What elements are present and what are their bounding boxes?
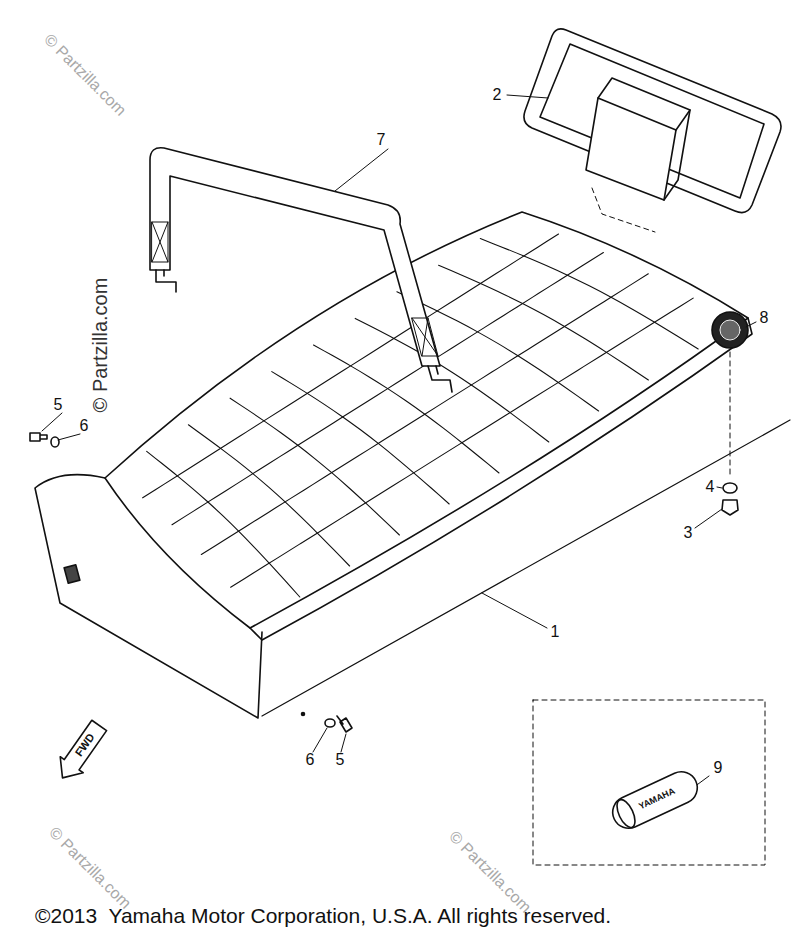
brand-text: YAMAHA <box>638 787 677 812</box>
callout-number: 3 <box>684 525 693 541</box>
quilt-seam <box>355 318 549 442</box>
watermark: © Partzilla.com <box>446 828 534 916</box>
quilt-seam <box>314 345 500 473</box>
quilt-seam <box>230 398 399 535</box>
callout-number: 8 <box>760 310 769 326</box>
callout-number: 9 <box>714 760 723 776</box>
touch-up-tube <box>607 766 702 833</box>
quilt-seam <box>272 372 449 504</box>
watermark: © Partzilla.com <box>90 278 110 413</box>
washer <box>51 437 59 447</box>
copyright-notice: ©2013 Yamaha Motor Corporation, U.S.A. A… <box>35 905 611 926</box>
quilt-seam <box>147 451 300 597</box>
quilt-seam <box>188 425 349 566</box>
washer <box>723 483 737 493</box>
callout-number: 2 <box>493 87 502 103</box>
callout-number: 4 <box>706 479 715 495</box>
kit-box <box>533 700 765 865</box>
callout-number: 6 <box>80 418 89 434</box>
callout-number: 5 <box>54 397 63 413</box>
watermark: © Partzilla.com <box>41 31 129 119</box>
nut <box>722 500 738 515</box>
callout-number: 6 <box>306 752 315 768</box>
forward-arrow <box>51 717 111 785</box>
washer <box>325 719 335 727</box>
quilt-seam <box>231 298 694 587</box>
bolt <box>337 716 352 732</box>
quilt-seam <box>480 239 698 349</box>
quilt-seam <box>143 234 559 498</box>
watermark: © Partzilla.com <box>46 824 134 912</box>
seat-pad <box>524 29 781 232</box>
callout-number: 7 <box>377 132 386 148</box>
emblem <box>712 312 748 476</box>
quilt-seam <box>439 265 649 380</box>
callout-number: 5 <box>336 752 345 768</box>
leader-lines <box>42 95 756 790</box>
seat-strap <box>150 148 452 392</box>
direction-label: FWD <box>74 732 97 759</box>
quilt-seam <box>172 252 603 524</box>
bolt <box>30 433 47 441</box>
callout-number: 1 <box>551 624 560 640</box>
